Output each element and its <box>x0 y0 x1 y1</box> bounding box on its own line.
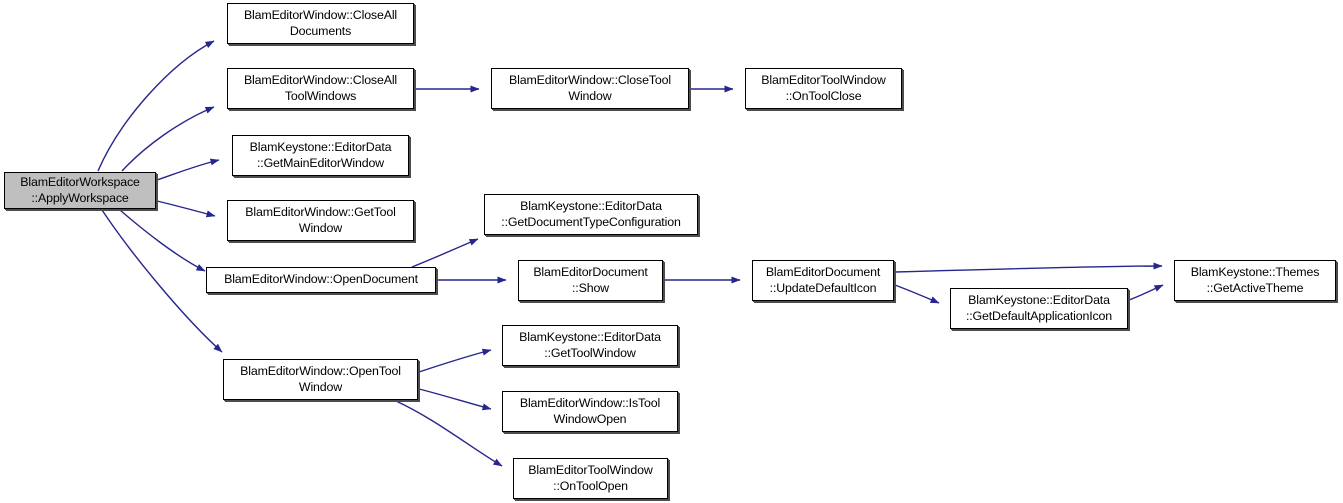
edge-apply-workspace-to-close-all-documents <box>97 40 215 172</box>
edge-get-default-application-icon-to-get-active-theme <box>1128 284 1164 301</box>
edge-apply-workspace-to-open-tool-window <box>101 209 223 353</box>
node-document-show[interactable]: BlamEditorDocument ::Show <box>518 260 663 301</box>
node-get-main-editor-window[interactable]: BlamKeystone::EditorData ::GetMainEditor… <box>232 135 409 176</box>
node-apply-workspace[interactable]: BlamEditorWorkspace ::ApplyWorkspace <box>4 172 156 209</box>
node-get-active-theme[interactable]: BlamKeystone::Themes ::GetActiveTheme <box>1174 260 1336 301</box>
node-get-document-type-config[interactable]: BlamKeystone::EditorData ::GetDocumentTy… <box>484 194 698 235</box>
node-get-tool-window-wnd[interactable]: BlamEditorWindow::GetTool Window <box>227 200 414 241</box>
node-on-tool-close[interactable]: BlamEditorToolWindow ::OnToolClose <box>745 68 902 109</box>
edge-open-tool-window-to-is-tool-window-open <box>418 388 492 411</box>
node-get-tool-window-data[interactable]: BlamKeystone::EditorData ::GetToolWindow <box>502 325 678 366</box>
edge-apply-workspace-to-close-all-tool-windows <box>121 106 215 172</box>
edge-apply-workspace-to-get-main-editor-window <box>156 158 220 181</box>
node-close-all-documents[interactable]: BlamEditorWindow::CloseAll Documents <box>227 3 414 44</box>
edge-open-tool-window-to-on-tool-open <box>395 400 503 467</box>
edge-apply-workspace-to-get-tool-window-wnd <box>156 200 216 218</box>
node-open-tool-window[interactable]: BlamEditorWindow::OpenTool Window <box>223 359 418 400</box>
node-close-all-tool-windows[interactable]: BlamEditorWindow::CloseAll ToolWindows <box>227 68 414 109</box>
edge-apply-workspace-to-open-document <box>119 209 206 272</box>
node-update-default-icon[interactable]: BlamEditorDocument ::UpdateDefaultIcon <box>752 260 894 301</box>
edge-update-default-icon-to-get-active-theme <box>894 262 1163 273</box>
node-open-document[interactable]: BlamEditorWindow::OpenDocument <box>206 267 436 293</box>
node-on-tool-open[interactable]: BlamEditorToolWindow ::OnToolOpen <box>513 458 668 499</box>
node-get-default-application-icon[interactable]: BlamKeystone::EditorData ::GetDefaultApp… <box>950 288 1128 329</box>
edge-update-default-icon-to-get-default-application-icon <box>894 284 940 304</box>
edge-open-document-to-get-document-type-config <box>411 238 479 268</box>
edge-open-tool-window-to-get-tool-window-data <box>418 348 492 373</box>
node-is-tool-window-open[interactable]: BlamEditorWindow::IsTool WindowOpen <box>502 391 678 432</box>
node-close-tool-window[interactable]: BlamEditorWindow::CloseTool Window <box>491 68 689 109</box>
